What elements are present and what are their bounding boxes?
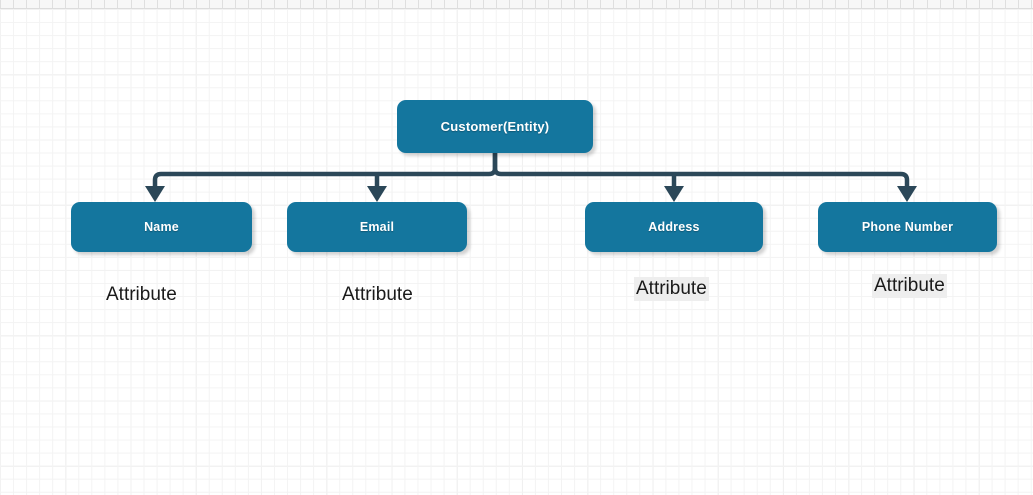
arrowhead-name bbox=[145, 186, 165, 202]
ruler-tick bbox=[600, 0, 601, 8]
ruler-tick bbox=[104, 0, 105, 8]
ruler-tick bbox=[157, 0, 158, 8]
ruler-tick bbox=[574, 0, 575, 8]
ruler-tick bbox=[561, 0, 562, 8]
ruler-tick bbox=[300, 0, 301, 8]
ruler-tick bbox=[326, 0, 327, 8]
attribute-caption-email: Attribute bbox=[342, 284, 413, 305]
ruler-tick bbox=[796, 0, 797, 8]
ruler-tick bbox=[874, 0, 875, 8]
ruler-tick bbox=[222, 0, 223, 8]
attribute-node-label: Address bbox=[648, 220, 700, 234]
ruler-tick bbox=[183, 0, 184, 8]
ruler-tick bbox=[378, 0, 379, 8]
ruler-tick bbox=[679, 0, 680, 8]
ruler-tick bbox=[313, 0, 314, 8]
attribute-caption-address: Attribute bbox=[634, 277, 709, 301]
ruler-tick bbox=[444, 0, 445, 8]
ruler-tick bbox=[431, 0, 432, 8]
ruler-tick bbox=[457, 0, 458, 8]
ruler-tick bbox=[352, 0, 353, 8]
ruler-tick bbox=[392, 0, 393, 8]
attribute-node-label: Email bbox=[359, 220, 395, 234]
attribute-node-label: Name bbox=[144, 220, 179, 234]
ruler-tick bbox=[496, 0, 497, 8]
ruler-tick bbox=[365, 0, 366, 8]
attribute-node-email[interactable]: Email bbox=[287, 202, 467, 252]
ruler-tick bbox=[692, 0, 693, 8]
ruler-tick bbox=[652, 0, 653, 8]
top-ruler bbox=[0, 0, 1033, 9]
attribute-node-phone-number[interactable]: Phone Number bbox=[818, 202, 997, 252]
ruler-tick bbox=[509, 0, 510, 8]
ruler-tick bbox=[835, 0, 836, 8]
attribute-node-name[interactable]: Name bbox=[71, 202, 252, 252]
ruler-tick bbox=[744, 0, 745, 8]
ruler-tick bbox=[144, 0, 145, 8]
ruler-tick bbox=[418, 0, 419, 8]
ruler-tick bbox=[39, 0, 40, 8]
ruler-tick bbox=[822, 0, 823, 8]
ruler-tick bbox=[927, 0, 928, 8]
ruler-tick bbox=[887, 0, 888, 8]
arrowhead-address bbox=[664, 186, 684, 202]
ruler-tick bbox=[339, 0, 340, 8]
ruler-tick bbox=[522, 0, 523, 8]
ruler-tick bbox=[170, 0, 171, 8]
ruler-tick bbox=[705, 0, 706, 8]
attribute-caption-name: Attribute bbox=[106, 284, 177, 305]
ruler-tick bbox=[809, 0, 810, 8]
ruler-tick bbox=[783, 0, 784, 8]
ruler-tick bbox=[666, 0, 667, 8]
ruler-tick bbox=[274, 0, 275, 8]
ruler-tick bbox=[548, 0, 549, 8]
ruler-tick bbox=[131, 0, 132, 8]
ruler-tick bbox=[287, 0, 288, 8]
entity-node-customer[interactable]: Customer(Entity) bbox=[397, 100, 593, 153]
ruler-tick bbox=[953, 0, 954, 8]
ruler-tick bbox=[992, 0, 993, 8]
ruler-tick bbox=[848, 0, 849, 8]
ruler-tick bbox=[757, 0, 758, 8]
ruler-tick bbox=[718, 0, 719, 8]
ruler-tick bbox=[483, 0, 484, 8]
ruler-tick bbox=[91, 0, 92, 8]
ruler-tick bbox=[613, 0, 614, 8]
arrowhead-phone bbox=[897, 186, 917, 202]
ruler-tick bbox=[1005, 0, 1006, 8]
ruler-tick bbox=[535, 0, 536, 8]
ruler-tick bbox=[940, 0, 941, 8]
ruler-tick bbox=[65, 0, 66, 8]
ruler-tick bbox=[248, 0, 249, 8]
ruler-tick bbox=[52, 0, 53, 8]
ruler-tick bbox=[966, 0, 967, 8]
attribute-node-label: Phone Number bbox=[861, 220, 954, 234]
ruler-tick bbox=[78, 0, 79, 8]
ruler-tick bbox=[1018, 0, 1019, 8]
arrowhead-email bbox=[367, 186, 387, 202]
ruler-tick bbox=[587, 0, 588, 8]
ruler-tick bbox=[731, 0, 732, 8]
ruler-tick bbox=[470, 0, 471, 8]
ruler-tick bbox=[861, 0, 862, 8]
attribute-node-address[interactable]: Address bbox=[585, 202, 763, 252]
ruler-tick bbox=[26, 0, 27, 8]
ruler-tick bbox=[405, 0, 406, 8]
ruler-tick bbox=[639, 0, 640, 8]
ruler-tick bbox=[913, 0, 914, 8]
ruler-tick bbox=[235, 0, 236, 8]
ruler-tick bbox=[209, 0, 210, 8]
ruler-tick bbox=[770, 0, 771, 8]
ruler-tick bbox=[117, 0, 118, 8]
ruler-tick bbox=[0, 0, 1, 8]
ruler-tick bbox=[261, 0, 262, 8]
ruler-tick bbox=[196, 0, 197, 8]
ruler-tick bbox=[626, 0, 627, 8]
ruler-tick bbox=[900, 0, 901, 8]
ruler-tick bbox=[1031, 0, 1032, 8]
entity-node-label: Customer(Entity) bbox=[440, 119, 550, 134]
attribute-caption-phone-number: Attribute bbox=[872, 274, 947, 298]
ruler-tick bbox=[13, 0, 14, 8]
ruler-tick bbox=[979, 0, 980, 8]
